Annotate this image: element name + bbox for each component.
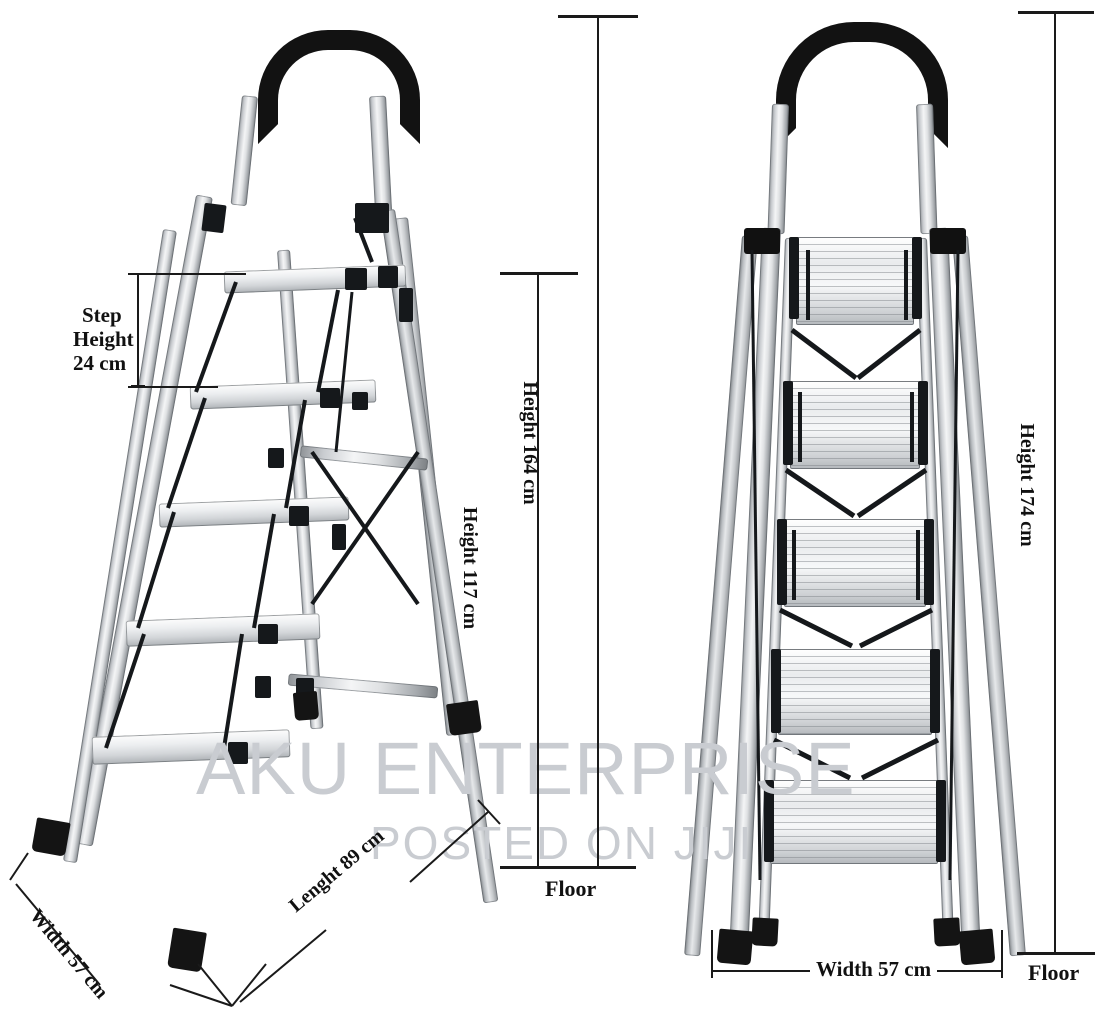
hinge-bracket-mid-right-2 — [378, 266, 398, 288]
tread-3 — [158, 496, 350, 528]
hinge-bracket-step2b — [352, 392, 368, 410]
hinge-bracket-step2 — [320, 388, 340, 408]
front-tread-4-bracket-left — [771, 649, 781, 733]
step-height-extension-top — [128, 273, 246, 275]
front-foot-inner-left — [751, 917, 779, 947]
step-height-tick-top — [131, 273, 145, 275]
front-tread-1 — [796, 237, 914, 325]
floor-right-line — [1017, 952, 1095, 955]
front-foot-outer-left — [716, 928, 754, 966]
hinge-bracket-top-left — [201, 202, 227, 234]
floor-left-line — [500, 866, 636, 869]
front-tread-3-bracket-left — [777, 519, 787, 605]
front-tread-5-bracket-left — [764, 780, 774, 862]
hinge-bracket-leg-mid — [268, 448, 284, 468]
height-117-line — [537, 273, 539, 868]
front-foot-outer-right — [958, 928, 996, 966]
height-174-line — [1054, 12, 1056, 952]
hinge-bracket-step4 — [258, 624, 278, 644]
width-left-label: Width 57 cm — [25, 905, 113, 1004]
hinge-bracket-side-right — [399, 288, 413, 322]
hinge-bracket-leg-low — [255, 676, 271, 698]
front-tread-3 — [784, 519, 926, 607]
height-164-tick-top — [558, 15, 638, 18]
height-117-tick-top — [500, 272, 578, 275]
step-height-label-line1: Step — [82, 303, 122, 327]
watermark-source: POSTED ON JIJI — [370, 817, 754, 869]
height-164-line — [597, 16, 599, 868]
front-tread-2-bracket-right — [918, 381, 928, 465]
front-tread-4-bracket-right — [930, 649, 940, 733]
front-tread-5-bracket-right — [936, 780, 946, 862]
front-cap-right — [930, 228, 966, 254]
front-tread-1-bracket-right — [912, 237, 922, 319]
hinge-bracket-mid-right — [345, 268, 367, 290]
side-spreader-bar — [299, 445, 429, 471]
front-tread-4 — [778, 649, 932, 735]
front-tread-2-bracket-left — [783, 381, 793, 465]
tread-4 — [125, 613, 321, 647]
width-right-ext-right — [1001, 930, 1003, 978]
step-height-arrow-line — [137, 273, 139, 387]
step-height-extension-bottom — [128, 386, 218, 388]
side-rail-front — [230, 95, 258, 207]
height-174-label: Height 174 cm — [1016, 423, 1038, 547]
step-height-label-line3: 24 cm — [73, 351, 127, 375]
tread-2 — [189, 379, 377, 410]
front-tread-2 — [790, 381, 920, 469]
front-tread-5 — [770, 780, 938, 864]
width-right-label: Width 57 cm — [810, 957, 938, 982]
hinge-bracket-rear-low — [332, 524, 346, 550]
handle-grip-rubber — [258, 30, 420, 144]
front-tread-3-bracket-right — [924, 519, 934, 605]
width-right-ext-left — [711, 930, 713, 978]
height-174-tick-top — [1018, 11, 1094, 14]
watermark-company: AKU ENTERPRISE — [196, 727, 856, 810]
hinge-bracket-step3 — [289, 506, 309, 526]
front-cap-left — [744, 228, 780, 254]
front-foot-inner-right — [933, 917, 961, 947]
step-height-tick-bottom — [131, 385, 145, 387]
foot-folding-leg — [292, 691, 320, 721]
front-tread-1-bracket-left — [789, 237, 799, 319]
floor-right-label: Floor — [1028, 960, 1080, 985]
length-left-label: Lenght 89 cm — [285, 825, 389, 917]
floor-left-label: Floor — [545, 876, 597, 901]
hinge-bracket-top-right — [355, 203, 389, 233]
foot-front-left — [31, 817, 71, 857]
side-folding-leg — [277, 249, 324, 730]
front-handle-post-left — [767, 103, 789, 235]
foot-stringer — [167, 927, 207, 973]
step-height-label-line2: Height — [73, 327, 134, 351]
height-117-label: Height 117 cm — [459, 506, 481, 630]
